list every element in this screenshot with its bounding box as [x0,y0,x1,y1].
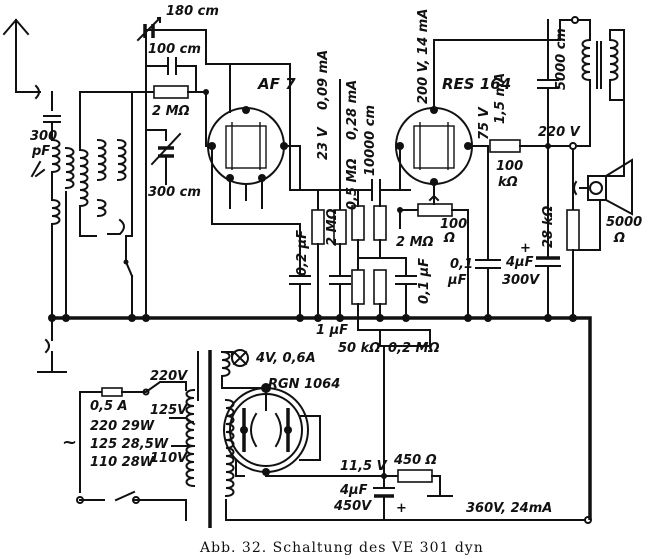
label-300v: 300V [502,273,540,288]
label-300: 300 [30,129,57,144]
af7-plate-resistors [311,79,407,319]
hv-supply-line [225,511,592,524]
label-fuse: 0,5 A [90,399,128,414]
label-af7: AF 7 [257,75,296,93]
label-450v: 450V [333,499,372,514]
label-1uf: 1 µF [316,323,348,338]
label-28k: 28 kΩ [541,206,556,248]
label-100-ohm-unit: Ω [443,231,455,246]
label-2m-b: 2 MΩ [396,235,434,250]
label-100k-unit: kΩ [498,175,518,190]
label-w125: 125 28,5W [90,437,169,452]
bias-line [379,329,431,347]
label-2m-top: 2 MΩ [152,104,190,119]
label-450-ohm: 450 Ω [393,453,437,468]
label-01-b-unit: µF [447,273,467,288]
resistor-100-ohm [397,194,469,319]
mains-transformer [185,350,271,528]
label-w110: 110 28W [90,455,155,470]
label-plus-300: + [520,241,531,256]
mains-input [76,381,196,521]
resistor-100k [489,139,549,153]
label-125v: 125V [150,403,188,418]
label-100k: 100 [496,159,523,174]
label-ac: ~ [62,432,77,453]
label-360v: 360V, 24mA [466,501,552,516]
antenna-symbol [2,18,41,100]
figure-caption: Abb. 32. Schaltung des VE 301 dyn [199,540,484,556]
label-05m: 0,5 MΩ [345,158,360,210]
wavechange-switch [123,91,134,319]
label-110v: 110V [150,451,188,466]
label-200v-14ma: 200 V, 14 mA [416,9,431,104]
input-coupling-capacitor [43,91,61,141]
capacitor-10000cm [369,179,411,201]
label-10000cm: 10000 cm [363,105,378,176]
label-rgn1064: RGN 1064 [268,377,340,392]
res164-anode-line [433,16,579,147]
label-115v: 11,5 V [340,459,388,474]
grid-capacitor-100cm [145,57,197,93]
capacitor-01uf-b [475,145,501,319]
rectifier-rgn1064 [223,383,321,477]
label-01uf: 0,1 µF [417,258,432,304]
label-lamp: 4V, 0,6A [255,351,316,366]
label-02uf: 0,2 µF [295,230,310,276]
label-w220: 220 29W [90,419,155,434]
output-transformer [569,19,625,150]
label-009ma: 0,09 mA [316,50,331,110]
label-028ma: 0,28 mA [345,80,360,140]
label-75v: 75 V [477,106,492,140]
rf-coil-assembly [64,91,127,319]
label-4uf-300: 4µF [505,255,534,270]
capacitor-180cm [136,16,162,42]
label-50k: 50 kΩ [338,341,380,356]
tuning-capacitor-300cm [145,129,182,185]
label-02m: 0,2 MΩ [388,341,440,356]
capacitor-01uf [395,269,417,319]
plate-supply-220v [535,143,580,319]
label-23v: 23 V [316,126,331,160]
label-100-ohm: 100 [440,217,467,232]
label-220v-right: 220 V [538,125,581,140]
label-2m-mid: 2 MΩ [325,208,340,246]
speaker-icon [573,99,633,251]
capacitor-02uf [289,223,311,319]
resistor-02m [373,269,387,319]
label-180cm: 180 cm [166,4,219,19]
lamp-icon [231,349,249,367]
grid-resistor-2m [145,85,209,99]
label-220v-mains: 220V [150,369,188,384]
reaction-line [79,29,207,319]
ground-bus [37,314,592,520]
label-plus-450: + [396,501,407,516]
filter-resistor-450 [319,345,453,521]
label-4uf-450: 4µF [339,483,368,498]
label-300cm: 300 cm [148,185,201,200]
label-300-unit: pF [31,144,50,159]
tube-af7 [205,63,301,225]
label-5000cm: 5000 cm [554,28,569,90]
label-5000-ohm: 5000 [606,215,642,230]
tube-res164 [395,39,489,211]
label-5000-ohm-unit: Ω [613,231,625,246]
af7-anode-line [205,29,371,191]
resistor-50k [351,257,431,331]
label-res164: RES 164 [442,75,511,93]
label-100cm: 100 cm [148,42,201,57]
label-01-b: 0,1 [450,257,473,272]
label-15ma: 1,5 mA [493,73,508,124]
antenna-coil [30,138,61,319]
capacitor-1uf [329,259,351,319]
